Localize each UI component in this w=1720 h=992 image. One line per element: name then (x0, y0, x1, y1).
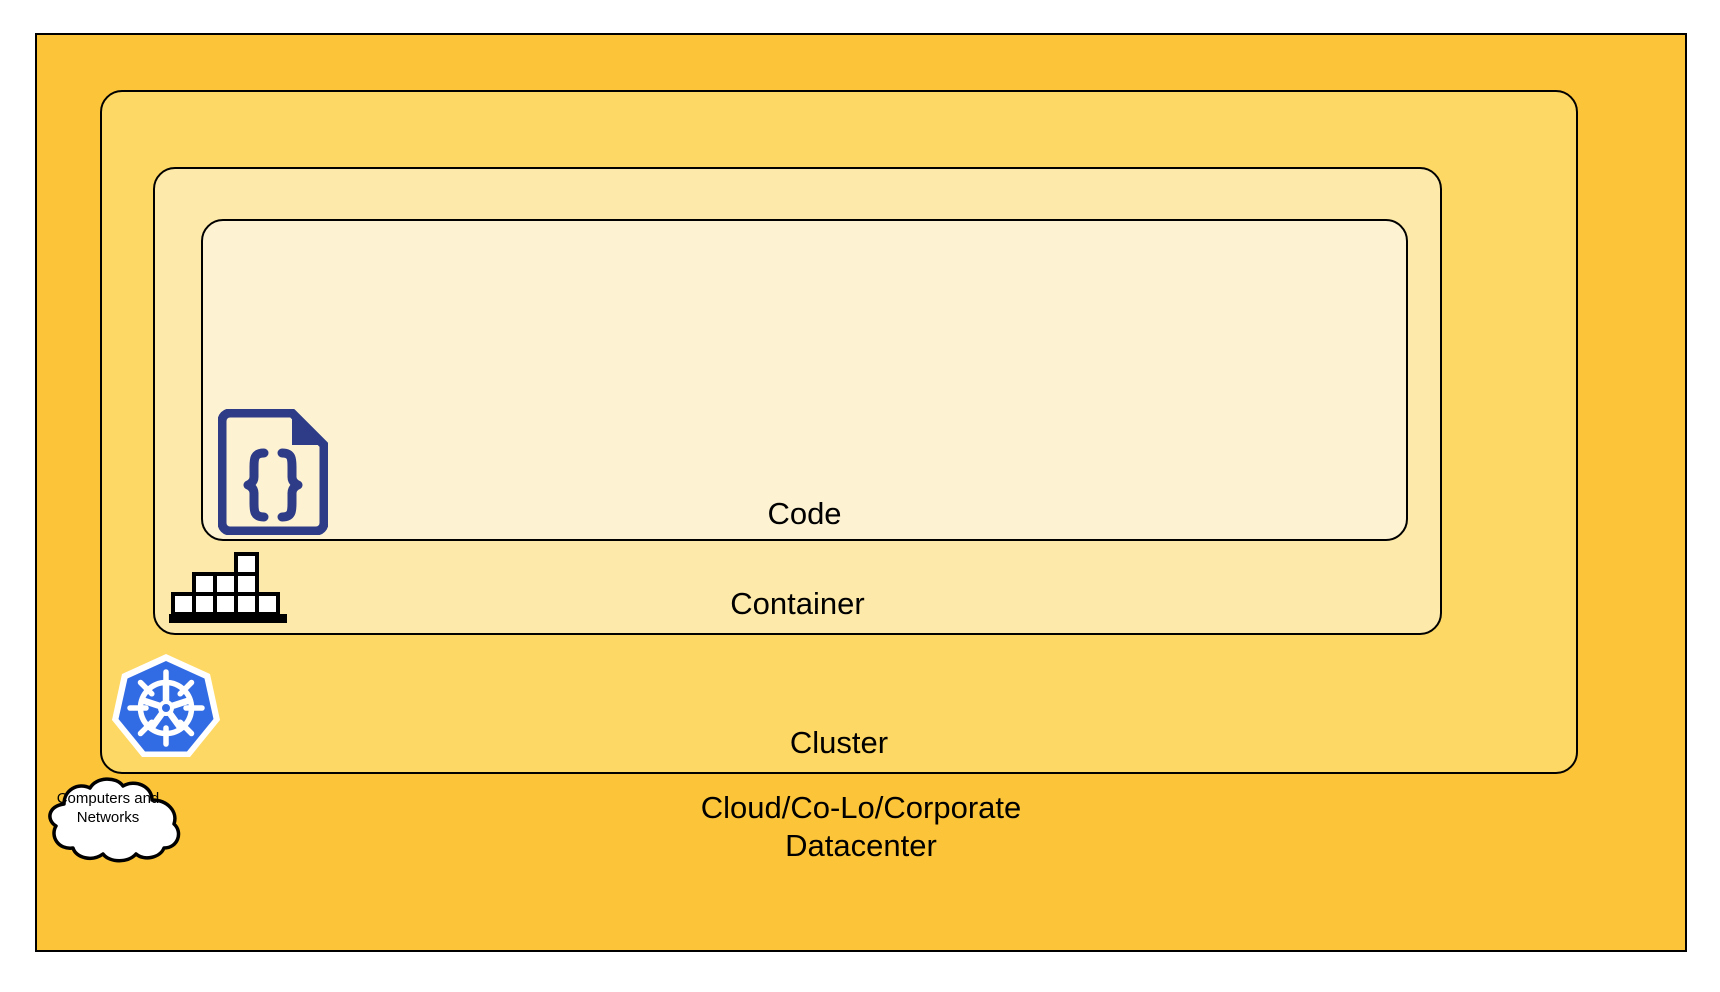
layer-label-cluster: Cluster (789, 725, 889, 760)
cloud-icon (28, 774, 188, 864)
layer-label-code: Code (767, 496, 842, 531)
cloud-label: Computers and Networks (56, 790, 160, 826)
layer-label-datacenter: Cloud/Co-Lo/Corporate Datacenter (700, 790, 1022, 863)
container-bricks-icon (167, 552, 289, 624)
layer-label-container: Container (730, 586, 865, 621)
layer-code[interactable] (201, 219, 1408, 541)
kubernetes-icon (112, 652, 220, 762)
code-file-icon (217, 408, 329, 536)
